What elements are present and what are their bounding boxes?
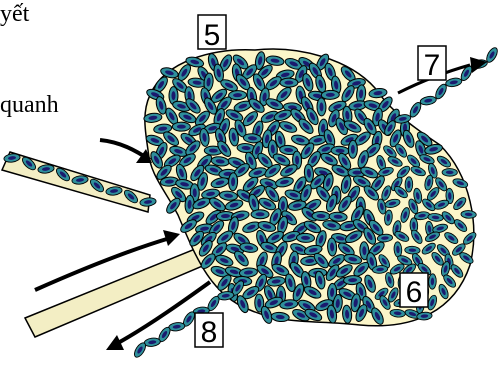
lymphocyte-cell bbox=[312, 211, 330, 221]
lymphocyte-cell bbox=[420, 95, 437, 106]
lymphocyte-cell bbox=[405, 177, 413, 192]
lymphocyte-cell bbox=[228, 173, 238, 191]
label-6: 6 bbox=[400, 273, 428, 309]
lymphocyte-cell bbox=[172, 122, 190, 131]
lymphocyte-cell bbox=[348, 140, 357, 158]
lymphocyte-cell bbox=[132, 341, 148, 359]
label-5: 5 bbox=[198, 15, 226, 52]
label-8-text: 8 bbox=[201, 316, 218, 349]
lymphocyte-cell bbox=[317, 98, 326, 116]
label-8: 8 bbox=[195, 313, 223, 349]
lymphocyte-cell bbox=[144, 337, 161, 347]
lymphocyte-cell bbox=[280, 78, 298, 87]
lymphocyte-cell bbox=[484, 46, 499, 64]
lymphocyte-cell bbox=[428, 274, 436, 290]
label-6-text: 6 bbox=[406, 276, 423, 309]
label-7: 7 bbox=[418, 46, 446, 82]
label-7-text: 7 bbox=[424, 49, 441, 82]
incoming-cell-chain bbox=[3, 153, 156, 207]
lymphocyte-cell bbox=[168, 322, 185, 332]
lymphocyte-cell bbox=[442, 168, 457, 176]
label-5-text: 5 bbox=[204, 19, 221, 52]
lymphocyte-cell bbox=[461, 210, 477, 218]
arrow-into-node-upper bbox=[100, 140, 152, 163]
lymphocyte-cell bbox=[251, 210, 269, 219]
lymphocyte-cell bbox=[445, 77, 462, 88]
lymphocyte-cell bbox=[296, 233, 314, 243]
lymphocyte-cell bbox=[321, 90, 339, 100]
lymphocyte-cell bbox=[405, 246, 421, 254]
